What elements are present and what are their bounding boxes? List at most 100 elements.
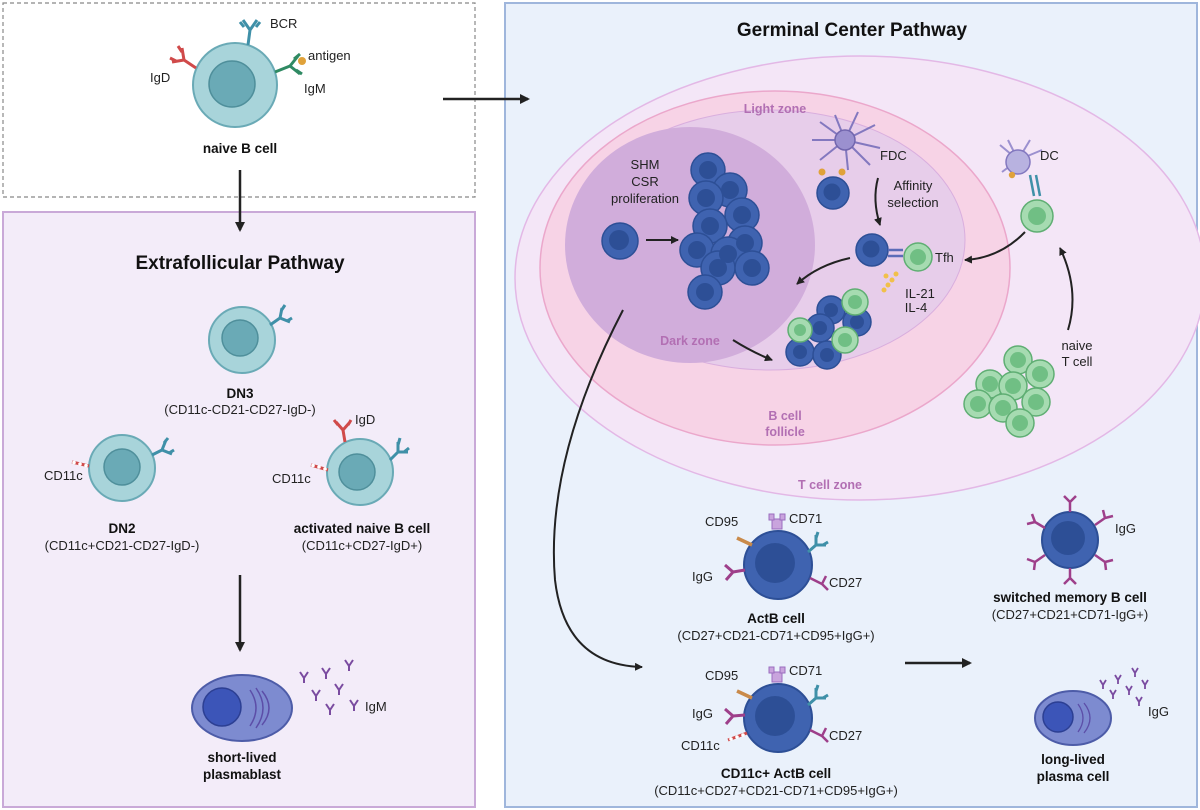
cd11c-actb-igg-label: IgG (692, 706, 713, 721)
cd11c-actb-cd71-icon (768, 666, 786, 683)
affinity-label-line2: selection (887, 195, 938, 210)
arrow-to-dark-zone (796, 257, 851, 285)
light-zone-label: Light zone (744, 102, 807, 116)
memory-igg-label: IgG (1115, 521, 1136, 536)
il4-label: IL-4 (905, 300, 927, 315)
actb-cd71-icon (768, 513, 786, 530)
plasma-name-line1: long-lived (1041, 752, 1105, 767)
plasmablast-cell (191, 674, 293, 742)
activated-igd-label: IgD (355, 412, 375, 427)
tfh-label: Tfh (935, 250, 954, 265)
antigen-label: antigen (308, 48, 351, 63)
cd11c-actb-igg-icon (724, 707, 746, 725)
memory-name: switched memory B cell (993, 590, 1147, 605)
actb-bcr-icon (807, 531, 829, 554)
affinity-label-line1: Affinity (894, 178, 933, 193)
fdc-cell-body (834, 129, 856, 151)
activated-naive-cell (326, 438, 394, 506)
cd11c-actb-cd71-label: CD71 (789, 663, 822, 678)
dc-antigen-icon (1008, 171, 1016, 179)
actb-cd27-label: CD27 (829, 575, 862, 590)
activated-cd11c-label: CD11c (272, 471, 311, 486)
plasmablast-name-line1: short-lived (207, 750, 276, 765)
plasma-igg-label: IgG (1148, 704, 1169, 719)
actb-cd27-icon (809, 575, 829, 591)
fdc-bound-b-cell (816, 176, 850, 210)
naive-b-cell (192, 42, 278, 128)
actb-igg-label: IgG (692, 569, 713, 584)
memory-igg-receptors-icon (1026, 495, 1114, 585)
tfh-cell (903, 242, 933, 272)
t-cell-zone-label: T cell zone (798, 478, 862, 492)
dn2-cd11c-label: CD11c (44, 468, 83, 483)
shm-label: SHM (631, 157, 660, 172)
dc-t-cell-synapse-icon (1028, 174, 1042, 197)
dn3-name: DN3 (226, 386, 253, 401)
dn3-phenotype: (CD11c-CD21-CD27-IgD-) (164, 402, 315, 417)
activated-t-cell (1020, 199, 1054, 233)
dn2-cd11c-icon (71, 460, 90, 468)
actb-cd71-label: CD71 (789, 511, 822, 526)
naive-t-cell-cluster (963, 345, 1055, 438)
activated-name: activated naive B cell (294, 521, 431, 536)
dn3-cell (208, 306, 276, 374)
light-zone-mixed-cluster (785, 288, 872, 370)
naive-t-label-line2: T cell (1062, 354, 1093, 369)
naive-b-cell-name: naive B cell (203, 141, 277, 156)
il21-label: IL-21 (905, 286, 935, 301)
dn3-bcr-icon (269, 304, 293, 327)
arrow-dark-to-light (732, 339, 773, 362)
cd11c-actb-cd95-icon (736, 689, 753, 700)
igm-antibodies-icon (299, 659, 359, 715)
dn2-cell (88, 434, 156, 502)
dc-label: DC (1040, 148, 1059, 163)
activated-bcr-icon (388, 437, 410, 462)
antigen-icon (298, 57, 306, 65)
long-lived-plasma-cell (1034, 690, 1112, 746)
actb-cd95-label: CD95 (705, 514, 738, 529)
proliferating-centroblast-cluster (679, 152, 770, 310)
cd11c-actb-cd27-label: CD27 (829, 728, 862, 743)
dn2-phenotype: (CD11c+CD21-CD27-IgD-) (45, 538, 200, 553)
memory-phenotype: (CD27+CD21+CD71-IgG+) (992, 607, 1148, 622)
bcr-receptor-icon (238, 19, 262, 46)
naive-t-label-line1: naive (1061, 338, 1092, 353)
actb-igg-icon (724, 563, 746, 581)
cd11c-actb-cd95-label: CD95 (705, 668, 738, 683)
follicle-label-line1: B cell (768, 409, 801, 423)
arrow-affinity-selection (874, 177, 882, 226)
arrow-gc-to-cd11c-actb (552, 309, 643, 671)
actb-cd95-icon (736, 536, 753, 547)
igm-receptor-icon (274, 52, 303, 76)
bcr-label: BCR (270, 16, 297, 31)
fdc-cell-icon (812, 111, 881, 171)
dn2-bcr-icon (151, 437, 175, 457)
igd-label: IgD (150, 70, 170, 85)
extrafollicular-title: Extrafollicular Pathway (135, 253, 345, 274)
germinal-center-title: Germinal Center Pathway (737, 20, 968, 41)
cd11c-actb-cd11c-icon (727, 731, 748, 742)
cd11c-actb-bcr-icon (807, 684, 829, 707)
activated-phenotype: (CD11c+CD27-IgD+) (302, 538, 422, 553)
actb-cell (743, 530, 813, 600)
fdc-antigen-icons (818, 168, 846, 176)
entering-gc-b-cell (601, 222, 639, 260)
arrow-naive-t-to-dc (1059, 247, 1074, 331)
dark-zone-label: Dark zone (660, 334, 720, 348)
plasmablast-igm-label: IgM (365, 699, 387, 714)
actb-phenotype: (CD27+CD21-CD71+CD95+IgG+) (677, 628, 874, 643)
cd11c-actb-cd27-icon (809, 727, 829, 743)
follicle-label-line2: follicle (765, 425, 805, 439)
cytokine-icons (881, 271, 899, 293)
b-tfh-synapse-icon (888, 248, 903, 258)
activated-igd-icon (332, 419, 353, 443)
plasmablast-name-line2: plasmablast (203, 767, 282, 782)
cd11c-actb-cd11c-label: CD11c (681, 738, 720, 753)
cd11c-actb-name: CD11c+ ActB cell (721, 766, 831, 781)
dc-cell-icon (999, 139, 1043, 173)
plasma-igg-antibodies-icon (1099, 667, 1149, 706)
dn2-name: DN2 (108, 521, 135, 536)
plasma-name-line2: plasma cell (1037, 769, 1110, 784)
activated-cd11c-icon (310, 463, 329, 472)
